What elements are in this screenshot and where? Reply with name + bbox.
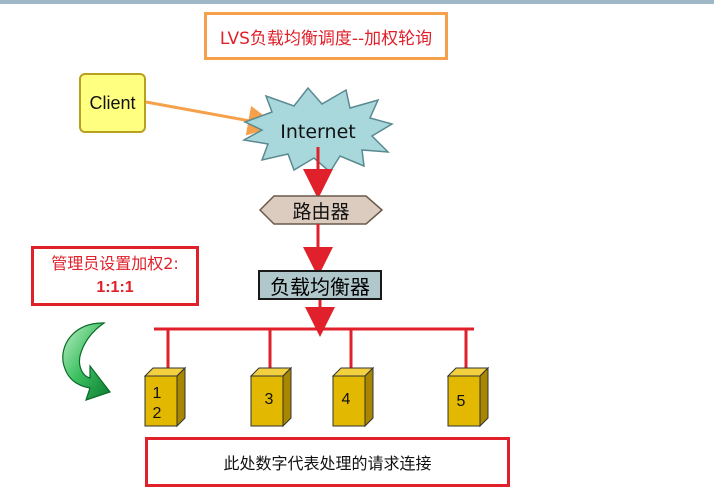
router-hexagon [258, 195, 384, 225]
admin-note-line1: 管理员设置加权2: [51, 254, 179, 273]
admin-note-line2: 1:1:1 [96, 279, 134, 296]
admin-weight-note: 管理员设置加权2: 1:1:1 [31, 246, 199, 306]
router-label: 路由器 [292, 201, 349, 223]
client-node: Client [79, 73, 146, 133]
server-1-label-a: 1 [153, 385, 162, 402]
server-3: 4 [331, 366, 375, 428]
load-balancer-node: 负载均衡器 [258, 270, 382, 300]
server-4: 5 [446, 366, 490, 428]
server-1-label-b: 2 [153, 405, 162, 422]
server-1: 1 2 [143, 366, 187, 428]
window-top-edge [0, 0, 714, 4]
server-4-label: 5 [457, 393, 466, 410]
curved-green-arrow [62, 322, 111, 401]
internet-label: Internet [280, 121, 355, 143]
title-box: LVS负载均衡调度--加权轮询 [204, 12, 448, 60]
client-label: Client [89, 92, 136, 113]
server-3-label: 4 [342, 391, 351, 408]
bottom-note-box: 此处数字代表处理的请求连接 [145, 437, 510, 487]
diagram-title: LVS负载均衡调度--加权轮询 [219, 28, 433, 49]
server-2: 3 [249, 366, 293, 428]
load-balancer-label: 负载均衡器 [270, 274, 370, 299]
server-2-label: 3 [265, 391, 274, 408]
bottom-note-text: 此处数字代表处理的请求连接 [223, 454, 432, 473]
internet-cloud [241, 86, 394, 174]
